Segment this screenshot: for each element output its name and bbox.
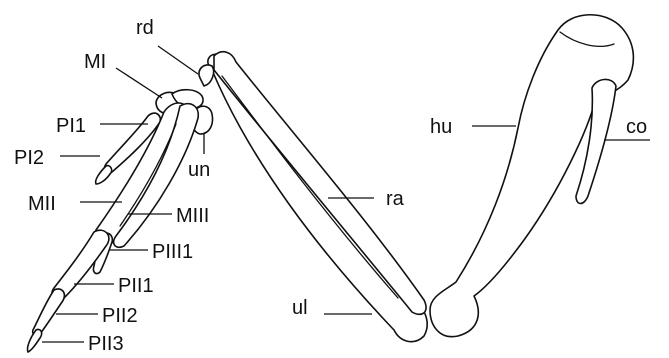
label-PI1: PI1 [56, 115, 86, 137]
radius-bone [214, 52, 426, 315]
label-MIII: MIII [176, 205, 209, 227]
label-PII3: PII3 [88, 333, 124, 355]
label-MII: MII [28, 193, 56, 215]
label-PII2: PII2 [102, 305, 138, 327]
label-ul: ul [292, 297, 308, 319]
label-hu: hu [430, 116, 452, 138]
label-un: un [188, 159, 210, 181]
label-PII1: PII1 [118, 275, 154, 297]
radiale-bone [199, 65, 214, 86]
leader-MI [116, 68, 162, 98]
label-rd: rd [136, 17, 154, 39]
label-MI: MI [84, 51, 106, 73]
label-PIII1: PIII1 [152, 241, 193, 263]
humerus-bone [430, 15, 633, 337]
label-co: co [626, 116, 647, 138]
label-PI2: PI2 [14, 147, 44, 169]
leader-rd [158, 46, 198, 74]
label-ra: ra [386, 188, 405, 210]
